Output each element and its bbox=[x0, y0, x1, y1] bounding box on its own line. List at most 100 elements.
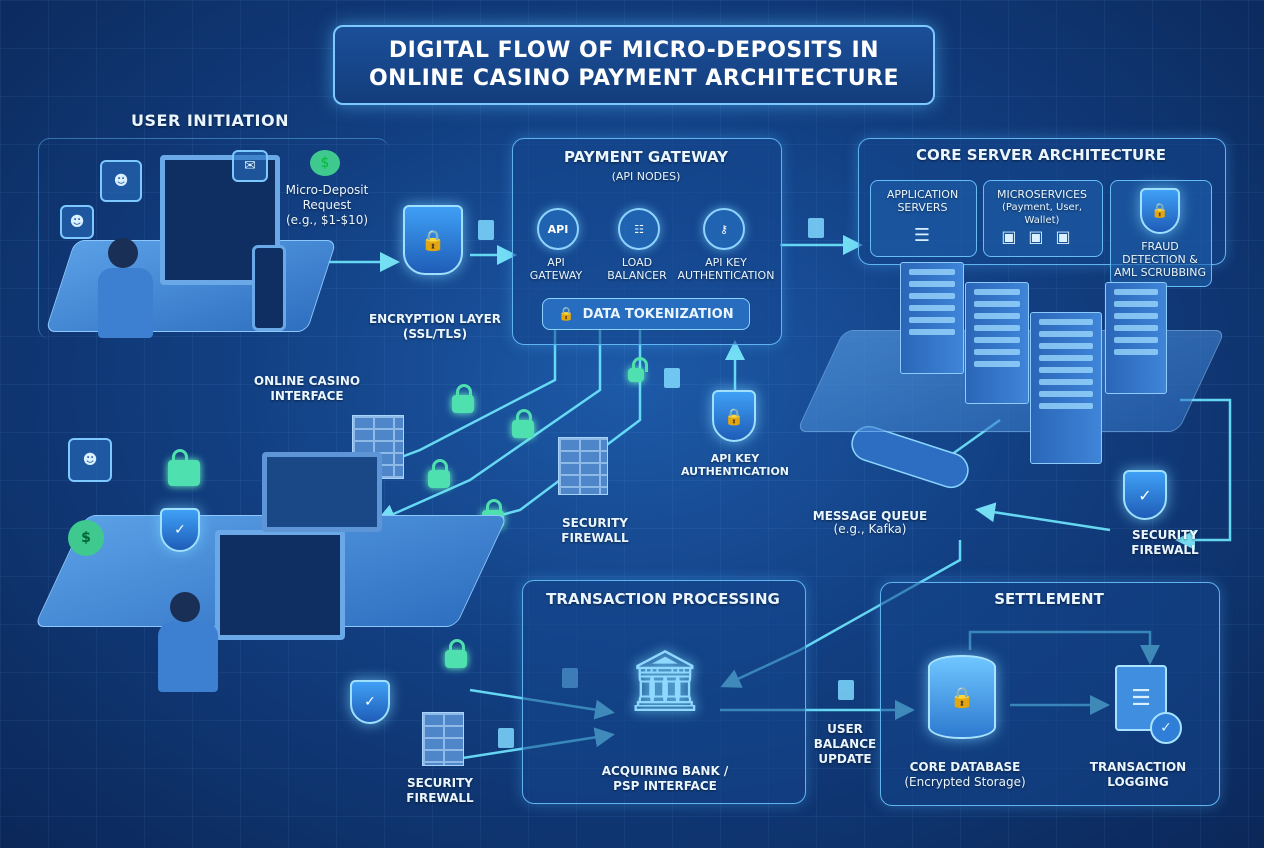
user-group-icon: ☻ bbox=[68, 438, 112, 482]
settlement-header: SETTLEMENT bbox=[994, 590, 1104, 608]
core-database-label: CORE DATABASE (Encrypted Storage) bbox=[890, 760, 1040, 790]
bank-icon: 🏛 bbox=[626, 645, 704, 716]
api-key-auth-node-label: API KEY AUTHENTICATION bbox=[676, 256, 776, 282]
lock-icon bbox=[512, 409, 534, 438]
title-line-1: DIGITAL FLOW OF MICRO-DEPOSITS IN bbox=[388, 38, 880, 63]
cube-chain-icon: ▣▣▣ bbox=[1001, 226, 1083, 246]
node2-line-2: BALANCER bbox=[607, 269, 667, 282]
database-stack-icon: ☰ bbox=[913, 224, 931, 246]
app-line-2: SERVERS bbox=[897, 201, 948, 214]
avatar-icon: ☻ bbox=[60, 205, 94, 239]
fraud-shield-icon: 🔒 bbox=[1140, 188, 1180, 234]
lock-icon bbox=[445, 639, 467, 668]
user-profile-icon: ☻ bbox=[100, 160, 142, 202]
node3-line-2: AUTHENTICATION bbox=[677, 269, 775, 282]
server-rack-2 bbox=[965, 282, 1029, 404]
flow-firewall-to-queue bbox=[975, 502, 1111, 532]
diagram-title: DIGITAL FLOW OF MICRO-DEPOSITS IN ONLINE… bbox=[333, 25, 935, 105]
node2-line-1: LOAD bbox=[621, 256, 653, 269]
acquiring-bank-label: ACQUIRING BANK / PSP INTERFACE bbox=[575, 764, 755, 794]
server-rack-1 bbox=[900, 262, 964, 374]
user-initiation-frame bbox=[38, 138, 389, 339]
log-line-1: TRANSACTION bbox=[1089, 760, 1187, 774]
firewall-bottom-shield-icon: ✓ bbox=[350, 680, 390, 724]
application-servers-box bbox=[870, 180, 977, 257]
tokenization-lock-icon: 🔒 bbox=[558, 306, 575, 322]
api-key-line-1: API KEY bbox=[710, 452, 760, 465]
db-line-1: CORE DATABASE bbox=[909, 760, 1021, 774]
micro-line-1: MICROSERVICES bbox=[996, 188, 1088, 201]
document-icon bbox=[498, 728, 514, 748]
fraud-line-2: DETECTION & bbox=[1122, 253, 1198, 266]
security-firewall-center-label: SECURITY FIREWALL bbox=[540, 516, 650, 546]
api-key-line-2: AUTHENTICATION bbox=[680, 465, 790, 478]
fraud-detection-label: FRAUD DETECTION & AML SCRUBBING bbox=[1110, 240, 1210, 279]
user-balance-update-label: USER BALANCE UPDATE bbox=[805, 722, 885, 767]
firewall-bottom-wall-icon bbox=[422, 712, 464, 766]
payment-gateway-subheader: (API NODES) bbox=[611, 170, 681, 183]
data-tokenization-label: DATA TOKENIZATION bbox=[582, 306, 734, 322]
security-firewall-bottom-label: SECURITY FIREWALL bbox=[385, 776, 495, 806]
mail-icon: ✉ bbox=[232, 150, 268, 182]
encryption-shield-icon: 🔒 bbox=[403, 205, 463, 275]
server-rack-3 bbox=[1030, 312, 1102, 464]
interface-line-2: INTERFACE bbox=[270, 389, 344, 403]
api-key-authentication-label: API KEY AUTHENTICATION bbox=[670, 452, 800, 478]
request-line-3: (e.g., $1-$10) bbox=[285, 213, 369, 227]
core-server-header: CORE SERVER ARCHITECTURE bbox=[915, 146, 1166, 164]
firewall-center-wall-icon bbox=[558, 437, 608, 495]
app-line-1: APPLICATION bbox=[886, 188, 959, 201]
mq-line-2: (e.g., Kafka) bbox=[833, 522, 907, 536]
fw-bottom-line-2: FIREWALL bbox=[406, 791, 474, 805]
coin-stack-icon: $ bbox=[68, 520, 104, 556]
fw-center-line-1: SECURITY bbox=[562, 516, 628, 530]
encryption-line-2: (SSL/TLS) bbox=[402, 327, 468, 341]
flow-core-right bbox=[1175, 398, 1232, 550]
balance-line-1: USER bbox=[827, 722, 863, 736]
operator-person-body bbox=[158, 622, 218, 692]
document-icon bbox=[838, 680, 854, 700]
key-icon: ⚷ bbox=[703, 208, 745, 250]
bank-line-1: ACQUIRING BANK / bbox=[601, 764, 729, 778]
title-line-2: ONLINE CASINO PAYMENT ARCHITECTURE bbox=[368, 66, 900, 91]
encryption-layer-label: ENCRYPTION LAYER (SSL/TLS) bbox=[355, 312, 515, 342]
firewall-right-shield-icon: ✓ bbox=[1123, 470, 1167, 520]
lock-icon bbox=[168, 449, 200, 486]
node1-line-1: API bbox=[547, 256, 565, 269]
data-tokenization-bar: 🔒 DATA TOKENIZATION bbox=[542, 298, 750, 330]
fraud-line-3: AML SCRUBBING bbox=[1113, 266, 1207, 279]
security-firewall-right-label: SECURITY FIREWALL bbox=[1110, 528, 1220, 558]
core-database-icon: 🔒 bbox=[928, 655, 996, 739]
bank-line-2: PSP INTERFACE bbox=[613, 779, 717, 793]
application-servers-label: APPLICATION SERVERS bbox=[870, 188, 975, 214]
online-casino-interface-label: ONLINE CASINO INTERFACE bbox=[232, 374, 382, 404]
terminal-pos-device bbox=[262, 452, 382, 532]
api-gateway-icon: API bbox=[537, 208, 579, 250]
message-queue-label: MESSAGE QUEUE (e.g., Kafka) bbox=[800, 510, 940, 536]
fw-center-line-2: FIREWALL bbox=[561, 531, 629, 545]
interface-line-1: ONLINE CASINO bbox=[253, 374, 361, 388]
load-balancer-icon: ☷ bbox=[618, 208, 660, 250]
coins-icon: $ bbox=[310, 150, 340, 176]
request-line-1: Micro-Deposit bbox=[285, 183, 369, 197]
document-icon bbox=[664, 368, 680, 388]
fw-bottom-line-1: SECURITY bbox=[407, 776, 473, 790]
fw-right-line-1: SECURITY bbox=[1132, 528, 1198, 542]
terminal-shield-icon: ✓ bbox=[160, 508, 200, 552]
node3-line-1: API KEY bbox=[705, 256, 747, 269]
request-line-2: Request bbox=[302, 198, 352, 212]
fw-right-line-2: FIREWALL bbox=[1131, 543, 1199, 557]
lock-icon bbox=[628, 357, 648, 382]
microservices-box bbox=[983, 180, 1103, 257]
log-line-2: LOGGING bbox=[1107, 775, 1169, 789]
user-person-body bbox=[98, 268, 153, 338]
api-gateway-label: API GATEWAY bbox=[520, 256, 592, 282]
micro-line-2: (Payment, User, Wallet) bbox=[1001, 202, 1082, 226]
micro-deposit-request-label: Micro-Deposit Request (e.g., $1-$10) bbox=[272, 183, 382, 228]
check-badge-icon: ✓ bbox=[1150, 712, 1182, 744]
load-balancer-label: LOAD BALANCER bbox=[600, 256, 674, 282]
operator-person-head bbox=[170, 592, 200, 622]
flow-gateway-down-2 bbox=[375, 330, 602, 524]
user-person-head bbox=[108, 238, 138, 268]
api-key-shield-icon: 🔒 bbox=[712, 390, 756, 442]
